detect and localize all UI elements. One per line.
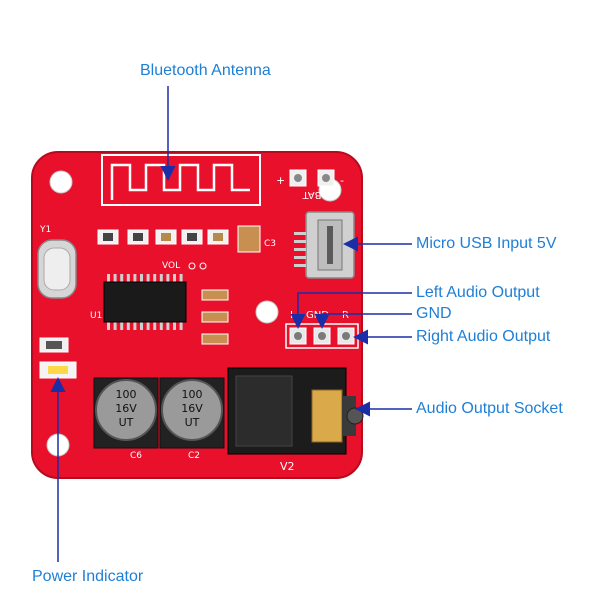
ic-pin: [146, 274, 150, 282]
ic-pin: [133, 322, 137, 330]
arrow-gnd: [314, 313, 412, 329]
audio-output-pins: L GND R: [285, 310, 359, 349]
power-indicator-led: [39, 337, 77, 379]
usb-pin: [294, 232, 306, 235]
usb-pin: [294, 248, 306, 251]
audio-output-socket: V2: [227, 367, 364, 473]
ic-pin: [120, 322, 124, 330]
cap1-brand: UT: [119, 416, 134, 429]
usb-pin: [294, 240, 306, 243]
ic-pin: [113, 322, 117, 330]
ic-pin: [126, 274, 130, 282]
cap2-value: 100: [182, 388, 203, 401]
ic-pin: [126, 322, 130, 330]
callout-audio-socket: Audio Output Socket: [416, 400, 563, 417]
ic-pin: [140, 322, 143, 330]
label-c6: C6: [130, 451, 142, 461]
label-pin-r: R: [342, 310, 349, 321]
ic-pin: [146, 322, 150, 330]
cap1-value: 100: [116, 388, 137, 401]
ic-pin: [153, 274, 157, 282]
label-y1: Y1: [39, 225, 51, 235]
bluetooth-antenna-trace: [101, 154, 261, 206]
callout-left-audio: Left Audio Output: [416, 284, 540, 301]
callout-arrows: [50, 86, 412, 562]
electrolytic-capacitor-c6: 100 16V UT C6: [93, 377, 159, 461]
label-bat-plus: +: [276, 174, 285, 187]
ic-pin: [166, 274, 170, 282]
ic-pin: [179, 274, 183, 282]
label-bat: BAT: [302, 189, 322, 200]
battery-pads: + - BAT: [276, 169, 344, 200]
arrow-left-audio: [290, 292, 412, 329]
label-pin-l: L: [290, 310, 296, 321]
ic-pin: [166, 322, 170, 330]
label-c2: C2: [188, 451, 200, 461]
ic-pin: [120, 274, 124, 282]
cap1-voltage: 16V: [115, 402, 137, 415]
ic-pin: [173, 274, 176, 282]
label-pin-gnd: GND: [306, 310, 329, 321]
main-ic-chip: U1: [90, 274, 187, 330]
smd-capacitors-column: [201, 289, 229, 345]
callout-micro-usb: Micro USB Input 5V: [416, 235, 557, 252]
label-u1: U1: [90, 311, 102, 321]
ic-pin: [159, 322, 163, 330]
mounting-hole-center: [255, 300, 279, 324]
ic-pin: [159, 274, 163, 282]
ic-pin: [173, 322, 176, 330]
electrolytic-capacitor-c2: 100 16V UT C2: [159, 377, 225, 461]
callout-bluetooth-antenna: Bluetooth Antenna: [140, 62, 271, 79]
callout-right-audio: Right Audio Output: [416, 328, 551, 345]
ic-pin: [140, 274, 143, 282]
micro-usb-port: [294, 211, 355, 279]
ic-pin: [179, 322, 183, 330]
ic-pin: [107, 274, 110, 282]
ic-pin: [133, 274, 137, 282]
cap2-voltage: 16V: [181, 402, 203, 415]
ic-pin: [113, 274, 117, 282]
crystal-y1: Y1: [37, 225, 77, 299]
label-bat-minus: -: [340, 174, 344, 187]
callout-power-indicator: Power Indicator: [32, 568, 144, 585]
usb-pin: [294, 264, 306, 267]
ic-pin: [153, 322, 157, 330]
smd-components-row: C3 VOL: [97, 225, 276, 271]
cap2-brand: UT: [185, 416, 200, 429]
mounting-hole-top-left: [49, 170, 73, 194]
label-vol: VOL: [162, 261, 180, 271]
ic-pin: [107, 322, 110, 330]
label-c3: C3: [264, 239, 276, 249]
label-v2: V2: [280, 460, 295, 473]
usb-pin: [294, 256, 306, 259]
callout-gnd: GND: [416, 305, 452, 322]
